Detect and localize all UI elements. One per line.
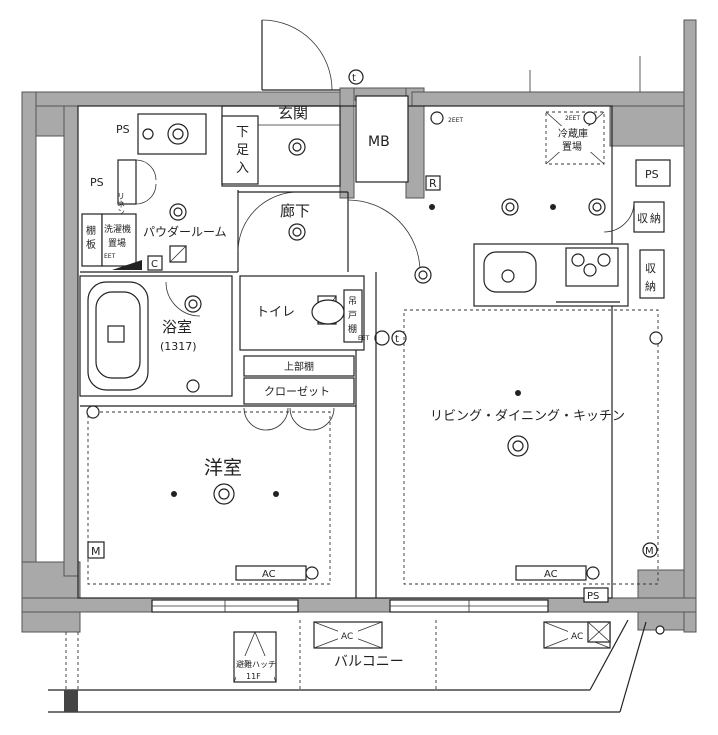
ps-left-mid: PS	[90, 176, 104, 189]
svg-text:11F: 11F	[246, 672, 261, 681]
t-mark-top: t	[348, 69, 364, 85]
svg-text:AC: AC	[341, 632, 353, 642]
svg-text:避難ハッチ: 避難ハッチ	[236, 659, 276, 669]
svg-text:R: R	[429, 177, 437, 190]
svg-text:AC: AC	[571, 632, 583, 642]
svg-text:収: 収	[637, 212, 648, 225]
balcony: バルコニー	[48, 619, 665, 713]
mb-closet: MB	[355, 95, 409, 183]
washer-area: 棚 板 洗濯機 置場 C	[81, 213, 187, 271]
svg-text:上部棚: 上部棚	[284, 360, 314, 373]
entrance-light	[288, 138, 306, 156]
linen-closet: リネン庫	[117, 159, 157, 225]
svg-text:廊下: 廊下	[280, 202, 310, 220]
powder-room: パウダールーム	[80, 190, 239, 273]
svg-text:玄関: 玄関	[278, 104, 308, 122]
svg-text:PS: PS	[645, 168, 659, 181]
svg-text:トイレ: トイレ	[256, 305, 295, 320]
svg-text:C: C	[151, 259, 158, 270]
svg-text:収: 収	[645, 262, 656, 275]
svg-text:洗濯機: 洗濯機	[104, 223, 131, 235]
svg-text:PS: PS	[587, 591, 599, 602]
svg-text:t: t	[352, 73, 356, 84]
ps-right-bottom: PS	[583, 587, 609, 603]
entrance-door[interactable]	[261, 19, 340, 91]
bathroom: 浴室 (1317)	[79, 275, 233, 397]
kitchen-counter	[473, 243, 629, 307]
eet-label: EET	[358, 335, 370, 342]
svg-text:パウダールーム: パウダールーム	[143, 224, 227, 239]
svg-text:戸: 戸	[348, 310, 357, 321]
balcony-ac-2: AC	[543, 621, 611, 649]
eet-label: EET	[104, 253, 116, 260]
storage-right-top: 収 納	[603, 201, 665, 233]
svg-text:リビング・ダイニング・キッチン: リビング・ダイニング・キッチン	[430, 409, 625, 424]
storage-right-bottom: 収 納	[639, 249, 665, 299]
svg-text:M: M	[645, 546, 654, 557]
svg-text:(1317): (1317)	[160, 340, 197, 353]
svg-text:MB: MB	[368, 134, 390, 150]
eet-label: 2EET	[448, 117, 463, 124]
balcony-ac-1: AC	[313, 621, 383, 649]
svg-text:置場: 置場	[108, 237, 126, 249]
eet-label: 2EET	[565, 115, 580, 122]
fridge-area: 冷蔵庫 置場	[430, 111, 605, 165]
washbasin	[137, 113, 207, 155]
shoe-storage	[221, 115, 259, 185]
ps-left-top: PS	[116, 123, 130, 136]
escape-hatch: 避難ハッチ 11F	[233, 631, 277, 683]
svg-text:クローゼット: クローゼット	[264, 385, 330, 398]
closet: 上部棚 クローゼット	[243, 355, 355, 431]
hanging-shelf	[343, 289, 363, 343]
svg-text:納: 納	[650, 212, 661, 225]
western-room: 洋室 M AC	[80, 350, 357, 598]
svg-text:冷蔵庫: 冷蔵庫	[558, 127, 588, 140]
svg-text:M: M	[91, 545, 101, 558]
ldk: リビング・ダイニング・キッチン AC M	[375, 198, 659, 598]
svg-text:入: 入	[236, 161, 249, 176]
svg-text:PS: PS	[116, 123, 130, 136]
svg-text:リネン庫: リネン庫	[117, 192, 126, 225]
svg-text:PS: PS	[90, 176, 104, 189]
r-mark: R	[425, 175, 441, 191]
ps-right-top: PS	[635, 159, 671, 187]
svg-text:t: t	[395, 334, 399, 345]
windows	[151, 599, 549, 613]
hallway: 廊下	[237, 191, 421, 273]
svg-text:浴室: 浴室	[162, 318, 192, 336]
svg-text:棚: 棚	[348, 323, 357, 335]
svg-text:下: 下	[236, 125, 249, 140]
svg-text:吊: 吊	[348, 296, 357, 307]
svg-text:洋室: 洋室	[204, 457, 242, 479]
svg-text:バルコニー: バルコニー	[334, 654, 404, 670]
svg-text:AC: AC	[262, 569, 276, 580]
interior-frame	[77, 105, 613, 599]
svg-text:足: 足	[236, 143, 249, 158]
svg-text:置場: 置場	[562, 140, 582, 153]
exterior-walls	[21, 19, 697, 633]
toilet-room: トイレ 吊 戸 棚 t	[239, 275, 407, 351]
svg-text:AC: AC	[544, 569, 558, 580]
svg-text:板: 板	[86, 238, 96, 251]
svg-text:棚: 棚	[86, 224, 96, 237]
svg-text:納: 納	[645, 280, 656, 293]
entrance-area: 玄関 下 足 入	[221, 104, 341, 187]
